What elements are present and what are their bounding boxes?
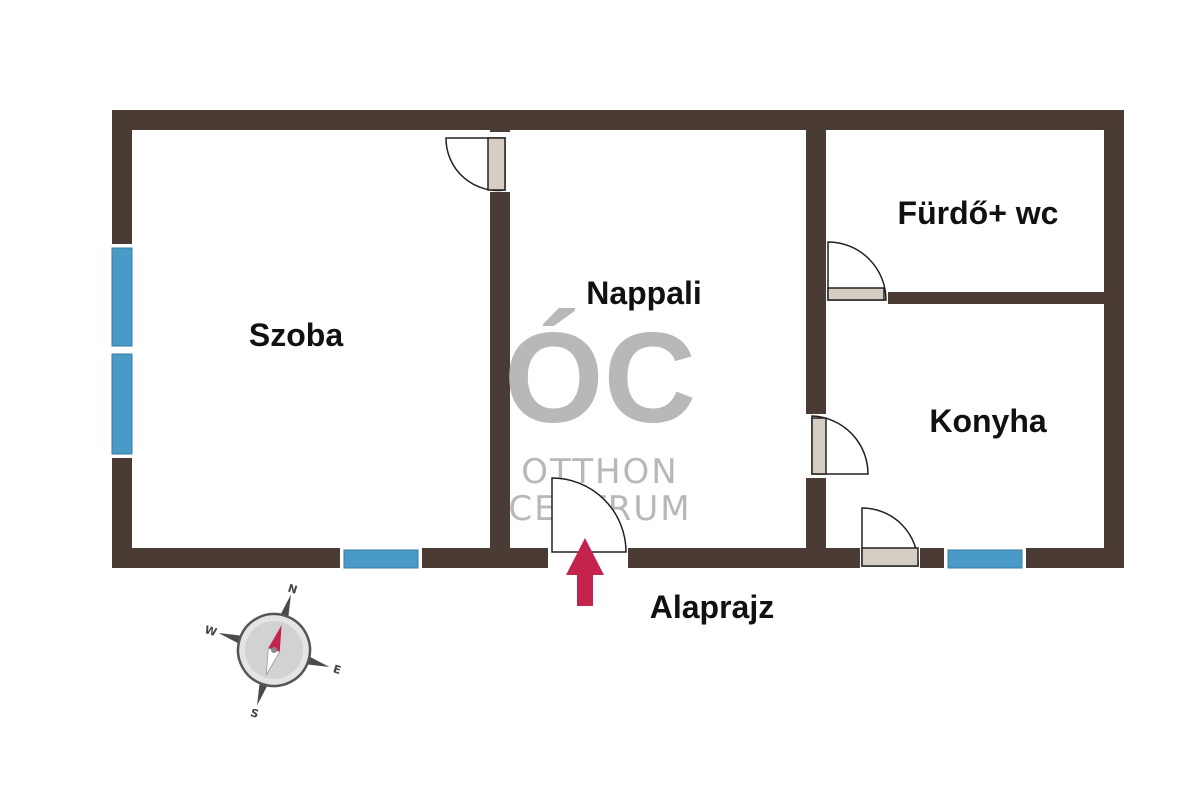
outer-wall-top [112,110,1124,130]
window-west-lower [108,350,134,458]
room-label-nappali: Nappali [586,275,702,311]
outer-wall-right [1104,110,1124,568]
compass-north-letter: N [286,582,299,597]
doors [445,132,920,568]
door-konyha-south [860,507,920,568]
door-nappali-konyha [806,414,869,478]
otthon-centrum-watermark: ÓC OTTHON CENTRUM [504,307,696,529]
plan-title: Alaprajz [650,589,774,625]
room-label-szoba: Szoba [249,317,343,353]
room-label-furdo-wc: Fürdő+ wc [898,195,1059,231]
compass-east-letter: E [331,662,342,677]
window-west-upper [108,244,134,350]
window-south-szoba [340,546,422,570]
watermark-line-otthon: OTTHON [521,452,678,492]
compass-needle-north [268,625,282,652]
window-south-konyha [944,546,1026,570]
door-furdo [826,241,888,306]
inner-wall-nappali-east [806,130,826,548]
watermark-mark: ÓC [504,307,696,450]
entrance-arrow-icon [566,538,604,606]
windows [108,244,1026,570]
inner-wall-furdo-konyha [826,292,1104,304]
inner-wall-szoba-nappali [490,130,510,548]
compass-south-letter: S [249,706,260,721]
door-szoba-nappali [445,132,510,192]
compass-west-letter: W [203,623,218,639]
compass-rose-icon: N E S W [203,582,342,721]
room-label-konyha: Konyha [929,403,1047,439]
